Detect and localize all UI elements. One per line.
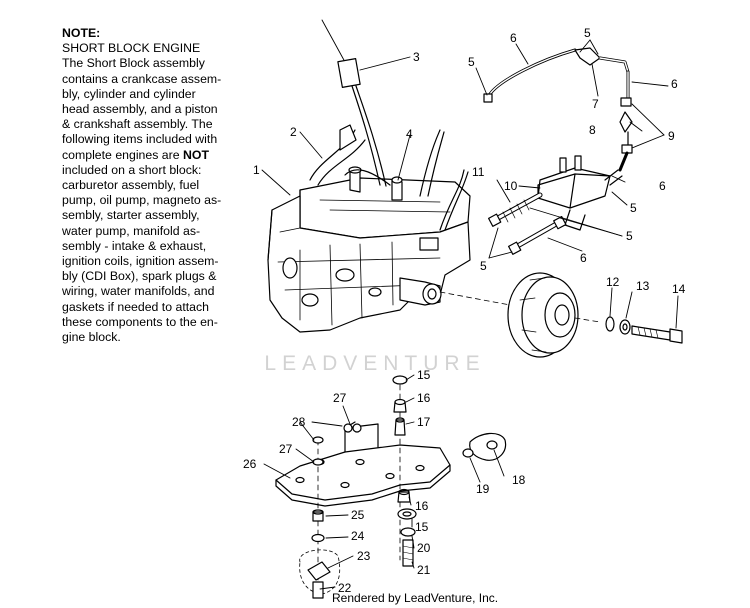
callout-5e: 5 [480,259,487,273]
washer-12 [605,316,615,332]
callout-16b: 16 [415,499,429,513]
note-line: & crankshaft assembly. The [62,117,213,132]
callout-6c: 6 [659,179,666,193]
note-line: bly (CDI Box), spark plugs & [62,269,217,284]
note-line: gine block. [62,330,121,345]
note-line-with-bold: complete engines are NOT [62,148,262,163]
callout-26: 26 [243,457,257,471]
mount-fasteners [392,375,417,567]
callout-8: 8 [589,123,596,137]
callout-15a: 15 [417,368,431,382]
callout-5c: 5 [630,201,637,215]
callout-14: 14 [672,282,686,296]
callout-24: 24 [351,529,365,543]
callout-18: 18 [512,473,526,487]
callout-7: 7 [592,97,599,111]
lower-fuel-hose [487,192,567,255]
callout-10: 10 [504,179,518,193]
callout-3: 3 [413,50,420,64]
note-line: complete engines are [62,147,183,162]
callout-23: 23 [357,549,371,563]
callout-16a: 16 [417,391,431,405]
note-block: NOTE: SHORT BLOCK ENGINE The Short Block… [62,26,262,345]
callout-17: 17 [417,415,431,429]
note-line: sembly, starter assembly, [62,208,200,223]
callout-27b: 27 [333,391,347,405]
note-line: included on a short block: [62,162,202,177]
note-line: ignition coils, ignition assem- [62,254,219,269]
screw-28 [343,423,362,433]
left-mount-fasteners [299,436,341,599]
note-line: water pump, manifold as- [62,223,201,238]
note-line: wiring, water manifolds, and [62,284,215,299]
flywheel-assembly [439,272,683,358]
callout-5a: 5 [468,55,475,69]
callout-9: 9 [668,129,675,143]
callout-6a: 6 [510,31,517,45]
throttle-cable [321,19,387,187]
callout-28: 28 [292,415,306,429]
note-line: contains a crankcase assem- [62,71,222,86]
callout-27a: 27 [279,442,293,456]
engine-mount-plate [275,421,451,507]
callout-4: 4 [406,127,413,141]
bracket-18 [462,432,507,461]
callout-5d: 5 [626,229,633,243]
watermark-text: LEADVENTURE [264,352,486,375]
callout-2: 2 [290,125,297,139]
note-subtitle: SHORT BLOCK ENGINE [62,41,201,56]
callout-5b: 5 [584,26,591,40]
note-line: pump, oil pump, magneto as- [62,193,222,208]
callout-11: 11 [472,165,485,179]
credit-text: Rendered by LeadVenture, Inc. [332,591,499,605]
fuel-lines [483,47,633,255]
note-line: following items included with [62,132,218,147]
leader-lines [261,39,679,590]
note-line: bly, cylinder and cylinder [62,86,196,101]
note-line: The Short Block assembly [62,56,205,71]
note-title: NOTE: [62,26,101,40]
engine-short-block [267,124,471,333]
bolt-14 [631,325,683,344]
washer-13 [619,319,631,335]
note-line: sembly - intake & exhaust, [62,238,207,253]
callout-21: 21 [417,563,431,577]
callout-labels: 1 2 3 4 5 6 5 6 7 8 9 6 10 11 5 5 5 6 12… [243,26,686,595]
note-line: these components to the en- [62,314,218,329]
callout-25: 25 [351,508,365,522]
callout-6d: 6 [580,251,587,265]
callout-15b: 15 [415,520,429,534]
callout-22: 22 [338,581,352,595]
callout-6b: 6 [671,77,678,91]
callout-13: 13 [636,279,650,293]
fuel-pump-assembly [537,155,623,231]
note-line: carburetor assembly, fuel [62,178,200,193]
note-line: head assembly, and a piston [62,102,218,117]
callout-20: 20 [417,541,431,555]
callout-19: 19 [476,482,490,496]
note-bold-word: NOT [183,147,209,162]
callout-1: 1 [253,163,260,177]
callout-12: 12 [606,275,620,289]
note-line: gaskets if needed to attach [62,299,209,314]
